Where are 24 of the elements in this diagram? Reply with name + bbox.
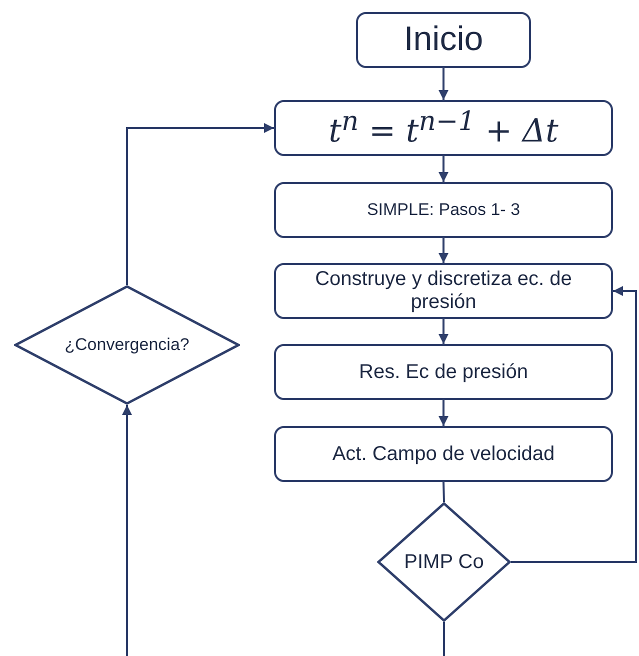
- arrow: [438, 68, 448, 100]
- process-box: [356, 12, 531, 68]
- node-label: SIMPLE: Pasos 1- 3: [366, 200, 520, 220]
- arrow: [438, 156, 448, 182]
- node-label: ¿Convergencia?: [64, 335, 190, 355]
- arrow: [511, 286, 637, 563]
- process-box: [274, 344, 613, 400]
- node-label: Inicio: [404, 20, 484, 60]
- process-box: [274, 426, 613, 482]
- arrow: [126, 123, 274, 285]
- arrow: [438, 400, 448, 426]
- arrow: [438, 319, 448, 344]
- node-label: PIMP Co: [404, 550, 484, 574]
- node-label: Res. Ec de presión: [359, 360, 528, 384]
- process-box: [274, 100, 613, 156]
- node-label: Construye y discretiza ec. de presión: [314, 268, 573, 314]
- formula-text: t$^{n}$ = t$^{n−1}$ + Δt: [328, 106, 558, 150]
- arrow: [122, 405, 132, 656]
- process-box: [274, 263, 613, 319]
- node-label: Act. Campo de velocidad: [332, 442, 555, 466]
- process-box: [274, 182, 613, 238]
- arrow: [438, 238, 448, 263]
- decision-diamond: [377, 502, 511, 622]
- decision-diamond: [14, 285, 240, 405]
